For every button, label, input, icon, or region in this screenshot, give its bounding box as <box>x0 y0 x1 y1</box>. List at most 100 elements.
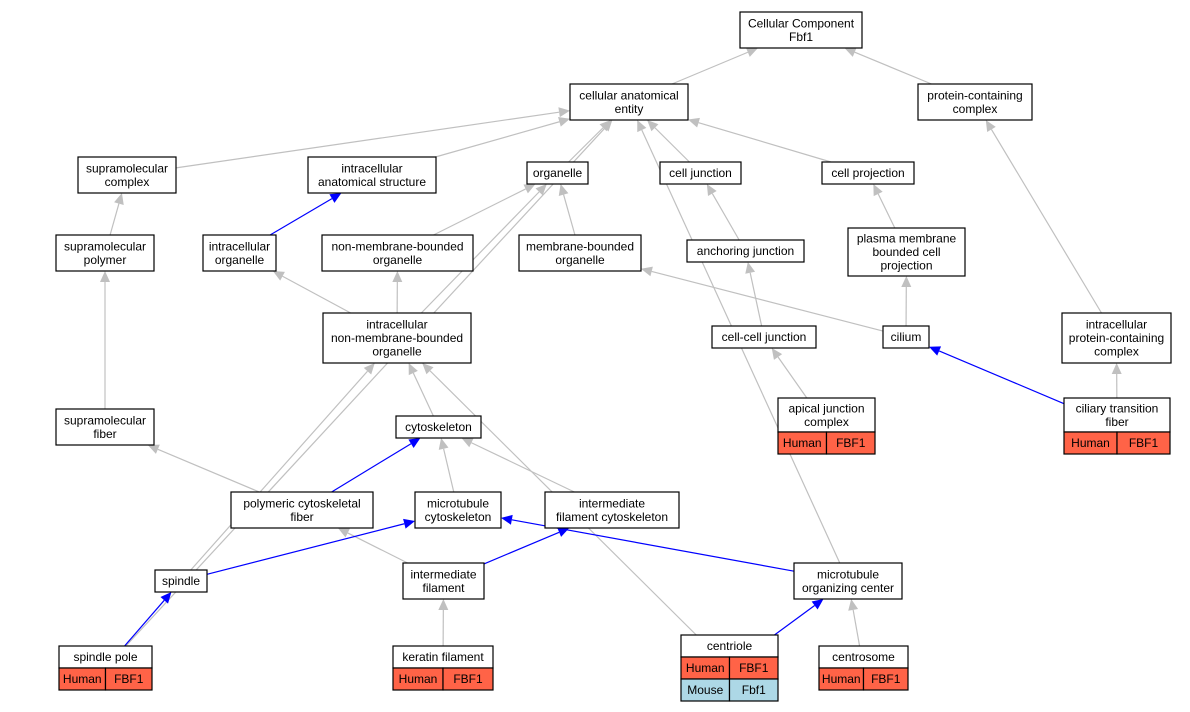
node-label: intracellular <box>341 161 402 175</box>
arrowhead <box>771 348 783 360</box>
edge-inmbo-to-org <box>420 184 547 314</box>
arrowhead <box>558 184 569 196</box>
species-label: Human <box>686 661 725 675</box>
edge-smp-to-smc <box>109 193 124 236</box>
node-box <box>739 11 863 49</box>
node-box <box>322 312 472 364</box>
gene-label: FBF1 <box>739 661 769 675</box>
arrowhead <box>114 193 124 205</box>
arrowhead <box>392 271 403 283</box>
edge-line <box>777 356 808 399</box>
arrowhead <box>160 592 172 604</box>
edge-line <box>109 203 120 236</box>
node-box <box>544 491 680 529</box>
species-tag-cell <box>862 667 909 691</box>
edge-line <box>671 51 749 85</box>
node-organelle[interactable]: organelle <box>526 161 589 185</box>
edge-line <box>877 193 896 229</box>
species-tag-cell <box>104 667 153 691</box>
gene-label: FBF1 <box>114 672 144 686</box>
node-box <box>55 234 155 272</box>
edge-aj-to-cj <box>706 184 740 241</box>
node-label: complex <box>1094 345 1139 359</box>
node-box <box>307 156 437 194</box>
edge-nmbo-to-org <box>433 184 536 236</box>
node-label: microtubule <box>817 567 879 581</box>
node-anchoring-junction[interactable]: anchoring junction <box>686 239 805 263</box>
edge-sp-to-spi <box>124 592 172 647</box>
node-label: protein-containing <box>927 88 1022 102</box>
node-box <box>321 234 474 272</box>
arrowhead <box>329 193 342 203</box>
node-box <box>821 161 915 185</box>
edge-line <box>483 531 560 565</box>
species-tag-cell <box>442 667 494 691</box>
edge-ipcc-to-pcc <box>985 120 1103 314</box>
node-label: plasma membrane <box>857 232 957 246</box>
node-label: Cellular Component <box>748 16 855 30</box>
node-box <box>230 491 374 529</box>
node-label: polymeric cytoskeletal <box>243 496 360 510</box>
node-cell-cell-junction[interactable]: cell-cell junction <box>711 325 817 349</box>
node-label: polymer <box>84 253 127 267</box>
node-spindle[interactable]: spindle <box>154 569 208 593</box>
node-cytoskeleton[interactable]: cytoskeleton <box>395 415 482 439</box>
node-label: organelle <box>215 253 265 267</box>
edge-if-to-ifc <box>483 527 570 565</box>
node-intracellular-non-membrane-bounded-organelle[interactable]: intracellularnon-membrane-boundedorganel… <box>322 312 472 364</box>
arrowhead <box>929 346 942 356</box>
edge-line <box>412 372 434 417</box>
arrowhead <box>985 120 996 133</box>
edge-pmbcp-to-cp <box>873 184 896 229</box>
edge-line <box>568 127 604 163</box>
arrowhead <box>403 518 415 529</box>
edge-line <box>698 122 832 163</box>
node-cell-junction[interactable]: cell junction <box>659 161 742 185</box>
node-box <box>154 569 208 593</box>
node-box <box>847 227 966 277</box>
node-box <box>414 491 502 529</box>
node-label: filament cytoskeleton <box>556 510 668 524</box>
node-box <box>777 397 876 433</box>
node-label: microtubule <box>427 496 489 510</box>
species-label: Mouse <box>687 683 723 697</box>
node-label: cellular anatomical <box>579 88 678 102</box>
node-label: centriole <box>707 639 753 653</box>
arrowhead <box>558 116 570 127</box>
edge-line <box>433 188 526 236</box>
edge-cj-to-cae <box>647 120 690 163</box>
node-label: supramolecular <box>64 239 146 253</box>
edge-line <box>124 599 165 647</box>
node-box <box>882 325 930 349</box>
node-label: intermediate <box>410 567 476 581</box>
node-label: spindle pole <box>73 650 137 664</box>
node-cilium[interactable]: cilium <box>882 325 930 349</box>
node-label: organelle <box>555 253 605 267</box>
node-cell-projection[interactable]: cell projection <box>821 161 915 185</box>
node-label: protein-containing <box>1069 331 1164 345</box>
